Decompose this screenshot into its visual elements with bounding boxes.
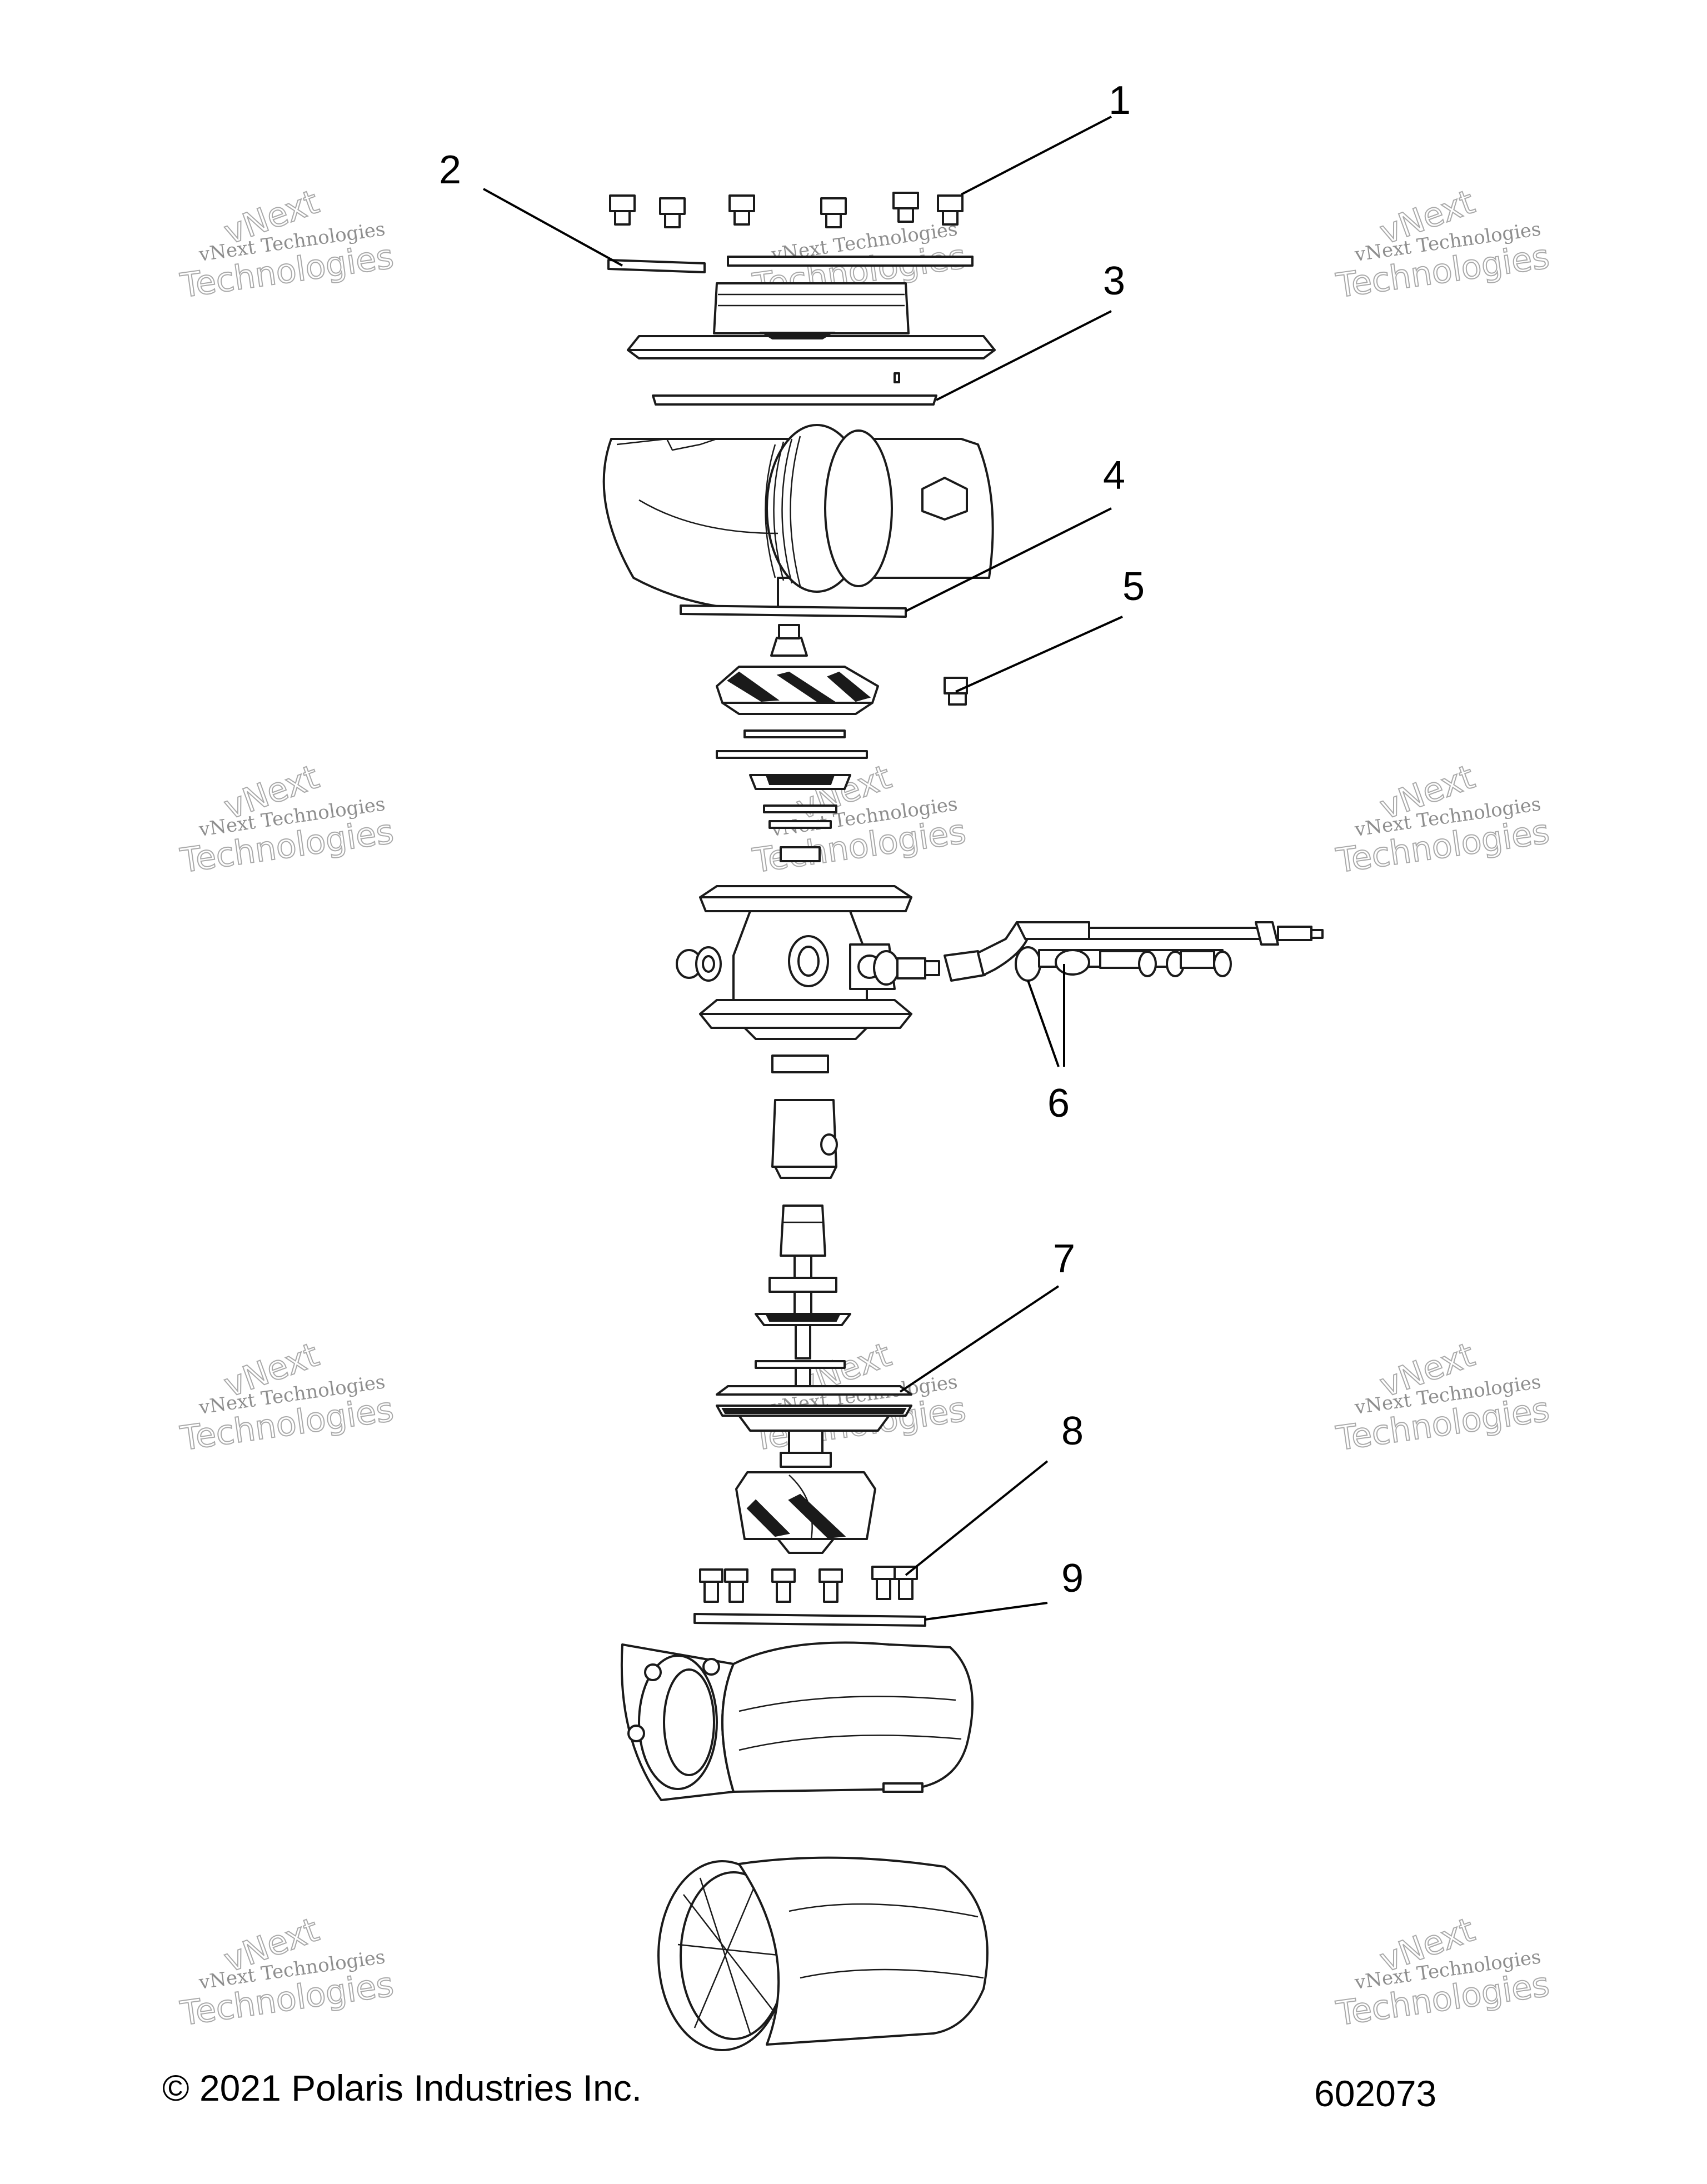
watermark: vNext Technologies Technologies vNext (750, 1335, 969, 1459)
callout-5: 5 (1122, 564, 1145, 609)
drive-shaft-stack (755, 1054, 851, 1391)
intake-housing (620, 1641, 974, 1801)
gasket-upper (652, 372, 937, 406)
watermark: vNext Technologies Technologies vNext (177, 1335, 396, 1459)
figure-number: 602073 (1314, 2073, 1437, 2114)
seal-plate (680, 604, 907, 618)
watermark: vNext Technologies Technologies vNext (177, 182, 396, 306)
callout-8: 8 (1061, 1409, 1084, 1453)
bearing-housing (676, 885, 912, 1040)
water-line-assembly (873, 921, 1324, 986)
upper-housing (627, 282, 996, 359)
watermark: vNext Technologies Technologies vNext (1333, 757, 1552, 881)
impeller-nut (770, 624, 808, 657)
callout-2: 2 (439, 148, 461, 192)
stator-plate (716, 1385, 912, 1468)
pump-housing (602, 424, 994, 612)
upper-impeller (716, 666, 879, 715)
watermark: vNext Technologies Technologies vNext (1333, 1335, 1552, 1459)
callout-6: 6 (1047, 1081, 1070, 1126)
top-bolts (609, 192, 964, 228)
callout-7: 7 (1053, 1237, 1075, 1281)
shaft-washers (716, 729, 868, 862)
copyright-text: © 2021 Polaris Industries Inc. (162, 2067, 642, 2108)
callout-3: 3 (1103, 259, 1125, 303)
callout-labels: 1 2 3 4 5 6 7 8 9 (439, 78, 1145, 1601)
gasket-lower (693, 1613, 926, 1627)
watermark: vNext Technologies Technologies vNext (1333, 182, 1552, 306)
intake-nozzle (657, 1856, 989, 2051)
watermark: vNext Technologies Technologies vNext (177, 1910, 396, 2034)
watermark: vNext Technologies Technologies vNext (177, 757, 396, 881)
lower-impeller (735, 1471, 876, 1554)
lower-bolts (699, 1566, 918, 1603)
callout-4: 4 (1103, 453, 1125, 498)
watermark: vNext Technologies Technologies vNext (1333, 1910, 1552, 2034)
callout-9: 9 (1061, 1556, 1084, 1601)
callout-1: 1 (1109, 78, 1131, 123)
leader-lines (483, 116, 1123, 1621)
cover-plate (607, 256, 974, 273)
